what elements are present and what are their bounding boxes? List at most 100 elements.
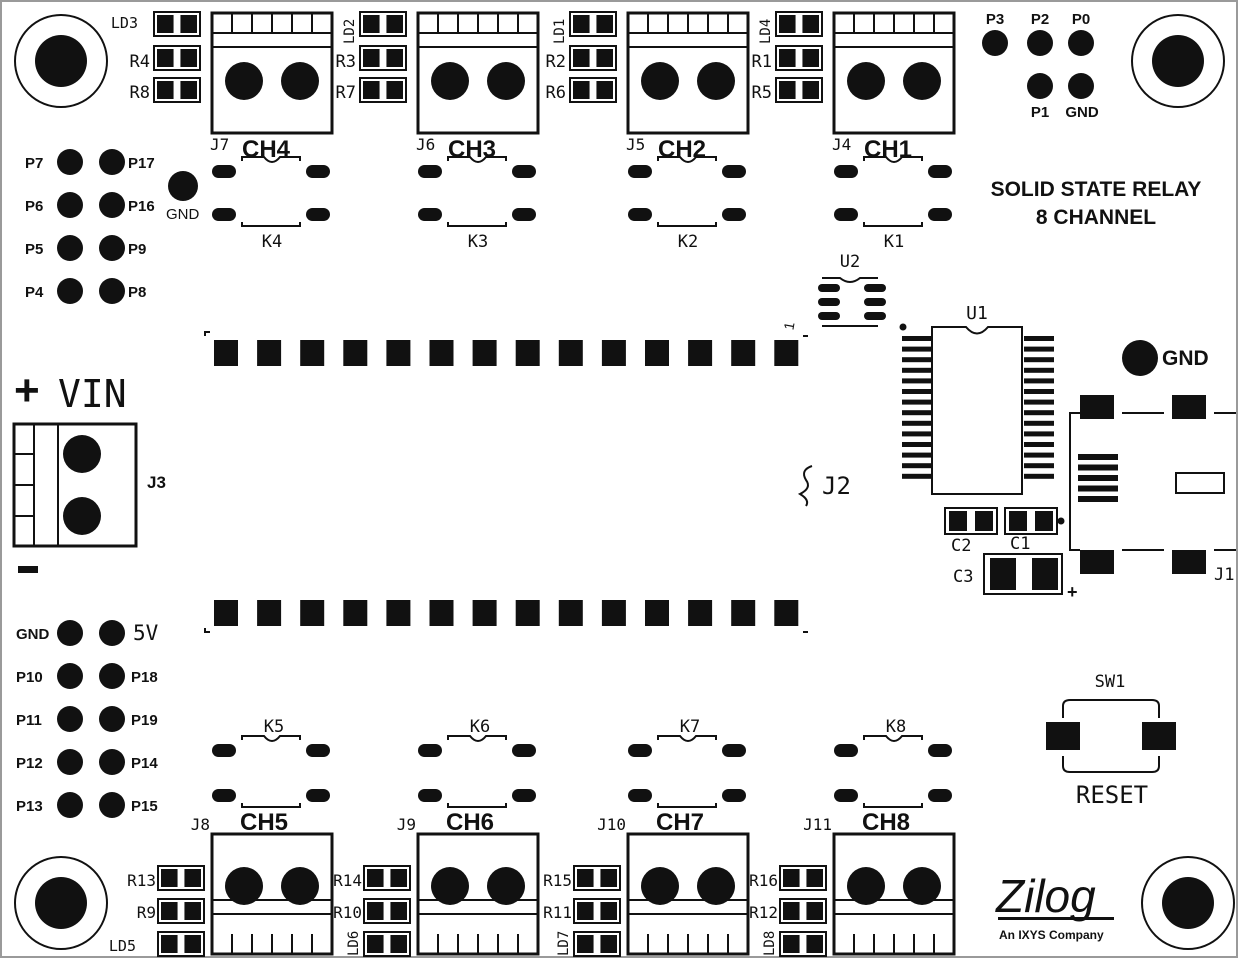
relay-k2 — [628, 156, 746, 227]
relay-k8 — [834, 735, 952, 808]
relay-label-k2: K2 — [678, 232, 698, 252]
ic-u1-pin — [1024, 378, 1054, 384]
header-pad — [472, 600, 497, 626]
relay-label-k8: K8 — [886, 717, 906, 737]
relay-k4 — [212, 156, 330, 227]
channel-label-ch6: CH6 — [446, 809, 494, 836]
ic-u1-pin — [1024, 399, 1054, 405]
mounting-hole-top-left — [14, 14, 108, 108]
resistor-r13 — [157, 865, 205, 891]
relay-label-k6: K6 — [470, 717, 490, 737]
led-ld5 — [157, 931, 205, 957]
relay-k6 — [418, 735, 536, 808]
ic-u1-pin — [902, 399, 932, 405]
ic-u1-pin — [902, 410, 932, 416]
header-pad — [300, 340, 325, 366]
pad-label-p6: P6 — [25, 198, 43, 215]
board-title-line2: 8 CHANNEL — [1036, 206, 1156, 229]
resistor-label-r3: R3 — [336, 52, 356, 72]
ic-u1-pin — [902, 389, 932, 394]
relay-k1 — [834, 156, 952, 227]
channel-label-ch4: CH4 — [242, 136, 291, 163]
ic-u1-pin — [902, 346, 932, 352]
resistor-r14 — [363, 865, 411, 891]
resistor-label-r6: R6 — [546, 83, 566, 103]
resistor-label-r14: R14 — [333, 871, 362, 890]
header-pad — [214, 340, 238, 366]
connector-label-j6: J6 — [416, 135, 435, 154]
ic-u1-pin — [1024, 431, 1054, 437]
led-label-ld5: LD5 — [109, 937, 136, 955]
pad-label-p18: P18 — [131, 669, 158, 686]
led-label-ld2: LD2 — [342, 19, 358, 44]
mounting-hole-bottom-right — [1141, 856, 1235, 950]
relay-label-k1: K1 — [884, 232, 904, 252]
header-pad — [645, 600, 669, 626]
pad-label-p14: P14 — [131, 755, 158, 772]
reset-switch[interactable]: SW1 RESET — [1046, 672, 1176, 809]
resistor-label-r9: R9 — [137, 903, 156, 922]
resistor-label-r13: R13 — [127, 871, 156, 890]
resistor-label-r5: R5 — [752, 83, 772, 103]
ic-u1-pin — [902, 452, 932, 458]
ic-u1-pin — [1024, 452, 1054, 458]
channel-label-ch3: CH3 — [448, 136, 496, 163]
cap-c2-label: C2 — [951, 536, 971, 556]
resistor-r12 — [779, 898, 827, 924]
header-pad — [558, 340, 583, 366]
ic-u1-pin — [902, 336, 932, 341]
pad-label-p1: P1 — [1031, 104, 1049, 121]
resistor-r8 — [153, 77, 201, 103]
ic-u1-pin — [1024, 389, 1054, 394]
ic-u1-pin — [902, 420, 932, 426]
terminal-block-ch5 — [210, 832, 334, 956]
ic-u1-pin — [902, 463, 932, 469]
usb-label: J1 — [1214, 565, 1234, 585]
relay-label-k5: K5 — [264, 717, 284, 737]
ic-u1-pin — [902, 442, 932, 447]
connector-label-j5: J5 — [626, 135, 645, 154]
relay-k7 — [628, 735, 746, 808]
resistor-r16 — [779, 865, 827, 891]
pad-label-p13: P13 — [16, 798, 43, 815]
pad-label-gnd-left: GND — [166, 206, 200, 223]
resistor-r4 — [153, 45, 201, 71]
usb-pin — [1078, 496, 1118, 502]
channel-label-ch2: CH2 — [658, 136, 706, 163]
relay-k3 — [418, 156, 536, 227]
channel-label-ch1: CH1 — [864, 136, 912, 163]
terminal-block-ch2 — [626, 11, 750, 135]
header-pad — [688, 600, 713, 626]
led-ld1 — [569, 11, 617, 37]
pad-label-p19: P19 — [131, 712, 158, 729]
resistor-r15 — [573, 865, 621, 891]
header-pad — [214, 600, 238, 626]
resistor-r9 — [157, 898, 205, 924]
ic-u1-pin — [902, 473, 932, 479]
connector-label-j7: J7 — [210, 135, 229, 154]
relay-k5 — [212, 735, 330, 808]
gnd-pad-right-label: GND — [1162, 347, 1209, 370]
mounting-hole-bottom-left — [14, 856, 108, 950]
power-minus-sign — [18, 566, 38, 573]
resistor-r6 — [569, 77, 617, 103]
header-pad — [731, 340, 756, 366]
resistor-r7 — [359, 77, 407, 103]
ic-u1: U1 — [899, 303, 1054, 495]
terminal-block-ch8 — [832, 832, 956, 956]
header-pin1-label: 1 — [780, 320, 797, 331]
ic-u1-pin — [1024, 336, 1054, 341]
header-pad — [429, 600, 454, 626]
header-pad — [774, 340, 799, 366]
terminal-block-ch7 — [626, 832, 750, 956]
gnd-pad-right — [1122, 340, 1158, 376]
pad-label-p4: P4 — [25, 284, 44, 301]
resistor-label-r4: R4 — [130, 52, 150, 72]
led-ld4 — [775, 11, 823, 37]
resistor-r10 — [363, 898, 411, 924]
resistor-label-r8: R8 — [130, 83, 150, 103]
connector-label-j4: J4 — [832, 135, 851, 154]
usb-pin — [1078, 485, 1118, 492]
header-pad — [343, 600, 368, 626]
pad-label-gnd-bottom: GND — [16, 626, 50, 643]
